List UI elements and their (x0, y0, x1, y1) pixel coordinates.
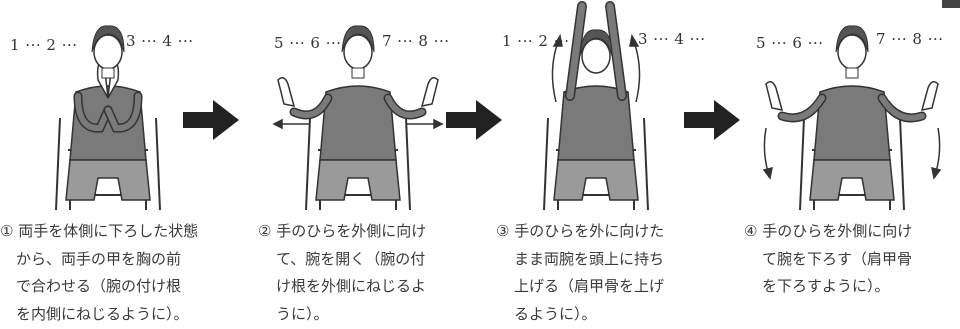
count-left: 5 ··· 6 ··· (274, 34, 342, 52)
caption-line: るように）。 (514, 304, 597, 323)
count-right: 3 ··· 4 ··· (638, 30, 706, 48)
person-arms-lowering-illustration (762, 25, 942, 211)
caption-line: ③ 手のひらを外に向けた (496, 222, 665, 240)
caption-line: 上げる（肩甲骨を上げ (514, 277, 665, 295)
caption-line: まま両腕を頭上に持ち (514, 249, 665, 268)
caption-line: ① 両手を体側に下ろした状態 (0, 222, 199, 240)
person-arms-raised-illustration (543, 1, 649, 211)
right-arrow-icon (684, 100, 740, 140)
step-caption-4: ④ 手のひらを外側に向け て腕を下ろす（肩甲骨 を下ろすように）。 (744, 218, 912, 301)
motion-arrow-icon (551, 33, 641, 103)
caption-line: ② 手のひらを外側に向け (258, 222, 427, 240)
caption-line: て腕を下ろす（肩甲骨 (762, 249, 913, 268)
count-left: 1 ··· 2 ··· (502, 32, 570, 50)
caption-line: うに）。 (276, 304, 329, 323)
motion-arrow-icon (762, 127, 942, 180)
count-right: 7 ··· 8 ··· (382, 32, 450, 50)
count-right: 7 ··· 8 ··· (876, 30, 944, 48)
caption-line: ④ 手のひらを外側に向け (744, 222, 913, 240)
figure-step-2: 5 ··· 6 ··· 7 ··· 8 ··· (258, 0, 458, 211)
count-left: 1 ··· 2 ··· (10, 36, 78, 54)
person-arms-open-illustration (272, 25, 444, 211)
step-caption-3: ③ 手のひらを外に向けた まま両腕を頭上に持ち 上げる（肩甲骨を上げ るように）… (496, 218, 664, 328)
caption-line: から、両手の甲を胸の前 (16, 249, 182, 268)
figure-step-1: 1 ··· 2 ··· 3 ··· 4 ··· (8, 0, 208, 211)
figure-step-3: 1 ··· 2 ··· 3 ··· 4 ··· (496, 0, 705, 211)
caption-line: け根を外側にねじるよ (276, 277, 427, 295)
step-caption-2: ② 手のひらを外側に向け て、腕を開く（腕の付 け根を外側にねじるよ うに）。 (258, 218, 426, 328)
caption-line: て、腕を開く（腕の付 (276, 249, 426, 268)
figure-step-4: 5 ··· 6 ··· 7 ··· 8 ··· (752, 0, 952, 211)
count-right: 3 ··· 4 ··· (126, 32, 194, 50)
right-arrow-icon (446, 100, 502, 140)
caption-line: を下ろすように）。 (762, 277, 890, 295)
person-hands-together-illustration (55, 25, 161, 211)
corner-tab-mark (942, 0, 960, 8)
right-arrow-icon (183, 100, 239, 140)
step-caption-1: ① 両手を体側に下ろした状態 から、両手の甲を胸の前 で合わせる（腕の付け根 を… (0, 218, 198, 328)
caption-line: で合わせる（腕の付け根 (16, 277, 182, 295)
count-left: 5 ··· 6 ··· (756, 34, 824, 52)
motion-arrow-icon (272, 118, 444, 130)
caption-line: を内側にねじるように）。 (16, 304, 189, 323)
